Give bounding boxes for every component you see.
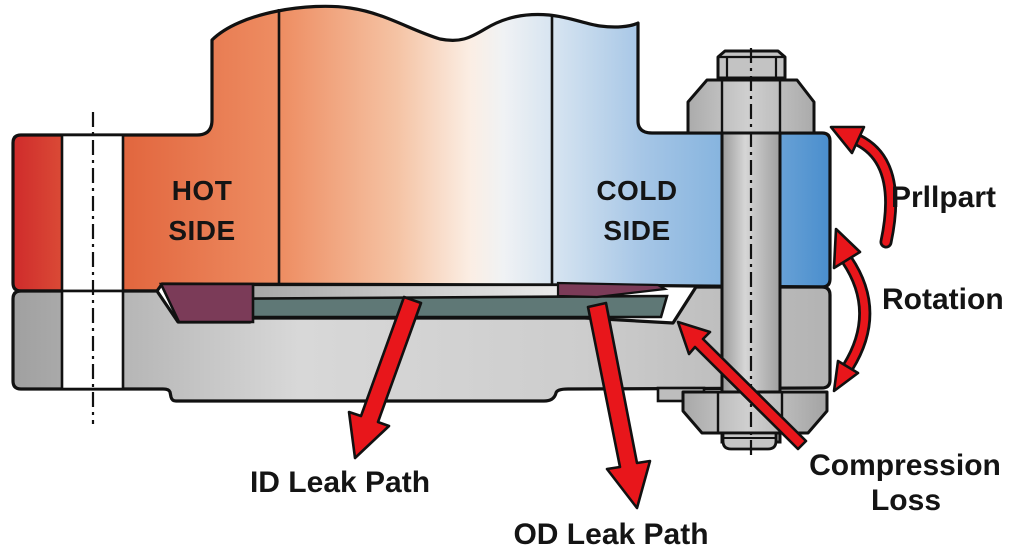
bolt-tip: [721, 431, 778, 451]
gasket-outer-ring-wedge: [556, 281, 669, 299]
hot-side-label-line1: HOT: [172, 175, 233, 206]
prllpart-label: Prllpart: [891, 181, 996, 214]
cold-side-label-line2: SIDE: [603, 215, 670, 246]
od-leak-path-label: OD Leak Path: [513, 518, 708, 551]
compression-loss-label-line2: Loss: [871, 484, 941, 517]
hot-side-label-line2: SIDE: [168, 215, 235, 246]
upper-nut-facets: [720, 80, 782, 133]
compression-loss-label-line1: Compression: [809, 449, 1001, 482]
left-bolt-hole-upper: [60, 133, 125, 293]
lower-flange-body: [11, 285, 832, 403]
upper-flange-body: [11, 4, 832, 293]
rotation-label: Rotation: [882, 283, 1004, 316]
rotation-arrow: [832, 227, 872, 393]
id-leak-path-label: ID Leak Path: [250, 466, 430, 499]
prllpart-arrow: [829, 125, 898, 249]
id-leak-arrow: [347, 295, 423, 460]
compression-loss-arrow: [676, 320, 808, 451]
gasket-inner-ring: [158, 282, 255, 324]
cold-side-label-line1: COLD: [596, 175, 677, 206]
od-leak-arrow: [586, 301, 652, 510]
